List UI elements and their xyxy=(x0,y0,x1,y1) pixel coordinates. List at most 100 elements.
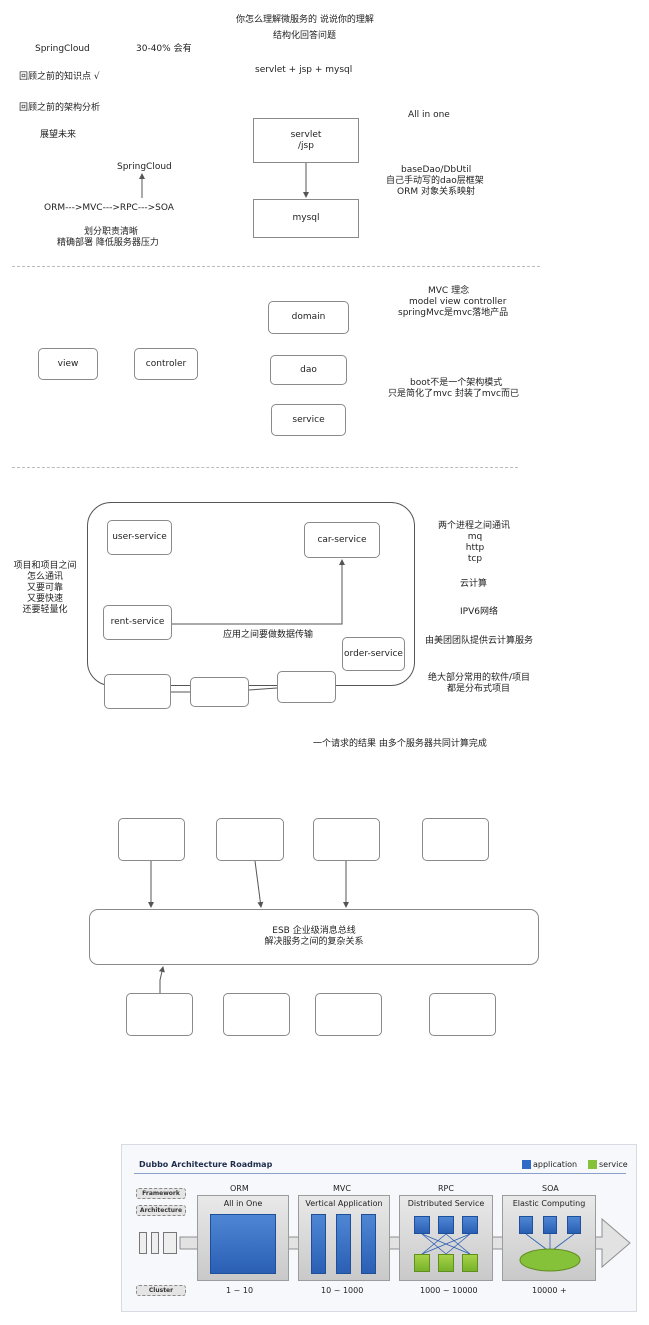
arrow-bottom1-to-bus xyxy=(158,966,165,993)
domain-box: domain xyxy=(268,301,349,334)
soa-application-block-3 xyxy=(567,1216,581,1234)
stage-rpc-scale: 1000 ~ 10000 xyxy=(420,1286,478,1295)
cloud-note: 云计算 xyxy=(460,579,488,589)
data-transfer-note: 应用之间要做数据传输 xyxy=(223,630,314,640)
stage-orm-scale: 1 ~ 10 xyxy=(226,1286,254,1295)
request-note: 一个请求的结果 由多个服务器共同计算完成 xyxy=(313,739,487,749)
node-box-1 xyxy=(104,674,171,709)
servlet-jsp-box: servlet /jsp xyxy=(253,118,359,163)
all-in-one-label: All in one xyxy=(408,110,450,120)
review-architecture: 回顾之前的架构分析 xyxy=(19,103,101,113)
stage-orm-label: All in One xyxy=(223,1199,263,1208)
mvc-application-block-3 xyxy=(361,1214,376,1274)
distributed-note-2: 都是分布式项目 xyxy=(447,684,511,694)
service-box: service xyxy=(271,404,346,436)
stub-2 xyxy=(151,1232,159,1254)
rpc-application-block-1 xyxy=(414,1216,430,1234)
roadmap-title-rule xyxy=(134,1173,626,1174)
dao-note-3: ORM 对象关系映射 xyxy=(397,187,475,197)
comm-note-1: 两个进程之间通讯 xyxy=(438,521,511,531)
rpc-call-lines xyxy=(421,1233,471,1255)
mvc-note-3: springMvc是mvc落地产品 xyxy=(398,308,509,318)
boot-note-1: boot不是一个架构模式 xyxy=(410,378,503,388)
esb-top-box-2 xyxy=(216,818,284,861)
stage-rpc-name: RPC xyxy=(438,1184,454,1193)
dao-note-1: baseDao/DbUtil xyxy=(401,165,472,175)
user-service-box: user-service xyxy=(107,520,172,555)
stage-orm-name: ORM xyxy=(230,1184,249,1193)
stage-mvc-scale: 10 ~ 1000 xyxy=(321,1286,364,1295)
stub-1 xyxy=(139,1232,147,1254)
rpc-application-block-2 xyxy=(438,1216,454,1234)
rpc-service-block-2 xyxy=(438,1254,454,1272)
soa-service-cloud xyxy=(519,1248,581,1272)
esb-bus: ESB 企业级消息总线 解决服务之间的复杂关系 xyxy=(89,909,539,965)
meituan-note: 由美团团队提供云计算服务 xyxy=(425,636,534,646)
divider-1 xyxy=(12,266,540,267)
dao-box: dao xyxy=(270,355,347,385)
stage-soa: Elastic Computing xyxy=(502,1195,596,1281)
distributed-note-1: 绝大部分常用的软件/项目 xyxy=(428,673,531,683)
orm-application-block xyxy=(210,1214,276,1274)
stage-soa-label: Elastic Computing xyxy=(512,1199,586,1208)
soa-application-block-1 xyxy=(519,1216,533,1234)
link-node-2-3 xyxy=(248,687,278,691)
mvc-application-block-1 xyxy=(311,1214,326,1274)
rent-service-box: rent-service xyxy=(103,605,172,640)
node-box-3 xyxy=(277,671,336,703)
esb-bottom-box-2 xyxy=(223,993,290,1036)
dubbo-roadmap-figure: Dubbo Architecture Roadmap application s… xyxy=(121,1144,637,1312)
mysql-box: mysql xyxy=(253,199,359,238)
roadmap-title: Dubbo Architecture Roadmap xyxy=(139,1160,273,1169)
dao-note-2: 自己手动写的dao层框架 xyxy=(386,176,484,186)
comm-http: http xyxy=(465,543,485,553)
rpc-application-block-3 xyxy=(462,1216,478,1234)
question-subtitle: 结构化回答问题 xyxy=(273,31,337,41)
esb-top-box-1 xyxy=(118,818,185,861)
stub-3 xyxy=(163,1232,177,1254)
legend-application: application xyxy=(533,1160,578,1169)
esb-bottom-box-1 xyxy=(126,993,193,1036)
esb-subtitle: 解决服务之间的复杂关系 xyxy=(264,937,364,947)
esb-top-box-4 xyxy=(422,818,489,861)
comm-mq: mq xyxy=(467,532,483,542)
rpc-service-block-1 xyxy=(414,1254,430,1272)
project-communication-note: 项目和项目之间 怎么通讯 又要可靠 又要快速 还要轻量化 xyxy=(13,561,77,615)
percent-label: 30-40% 会有 xyxy=(136,44,192,54)
benefit-1: 划分职责清晰 xyxy=(84,227,139,237)
node-box-2 xyxy=(190,677,249,707)
esb-title: ESB 企业级消息总线 xyxy=(272,926,356,936)
car-service-box: car-service xyxy=(304,522,380,558)
legend-service-swatch xyxy=(588,1160,597,1169)
tag-architecture: Architecture xyxy=(136,1205,186,1216)
review-knowledge: 回顾之前的知识点 √ xyxy=(19,72,100,82)
benefit-2: 精确部署 降低服务器压力 xyxy=(57,238,159,248)
view-box: view xyxy=(38,348,98,380)
springcloud-label: SpringCloud xyxy=(35,44,90,54)
stage-mvc: Vertical Application xyxy=(298,1195,390,1281)
divider-2 xyxy=(12,467,518,468)
stage-mvc-name: MVC xyxy=(333,1184,351,1193)
esb-bottom-box-4 xyxy=(429,993,496,1036)
esb-bottom-box-3 xyxy=(315,993,382,1036)
esb-top-box-3 xyxy=(313,818,380,861)
stack-label: servlet + jsp + mysql xyxy=(255,65,353,75)
tag-cluster: Cluster xyxy=(136,1285,186,1296)
stage-mvc-label: Vertical Application xyxy=(305,1199,383,1208)
stage-soa-scale: 10000 + xyxy=(532,1286,567,1295)
stage-rpc-label: Distributed Service xyxy=(407,1199,485,1208)
rpc-service-block-3 xyxy=(462,1254,478,1272)
tag-framework: Framework xyxy=(136,1188,186,1199)
mvc-application-block-2 xyxy=(336,1214,351,1274)
mvc-note-2: model view controller xyxy=(409,297,507,307)
soa-application-block-2 xyxy=(543,1216,557,1234)
arrow-top2-to-bus xyxy=(254,860,264,908)
comm-tcp: tcp xyxy=(467,554,483,564)
stage-orm: All in One xyxy=(197,1195,289,1281)
mvc-note-1: MVC 理念 xyxy=(428,286,470,296)
boot-note-2: 只是简化了mvc 封装了mvc而已 xyxy=(388,389,519,399)
legend-service: service xyxy=(599,1160,628,1169)
legend-application-swatch xyxy=(522,1160,531,1169)
order-service-box: order-service xyxy=(342,637,405,671)
ipv6-note: IPV6网络 xyxy=(460,607,498,617)
